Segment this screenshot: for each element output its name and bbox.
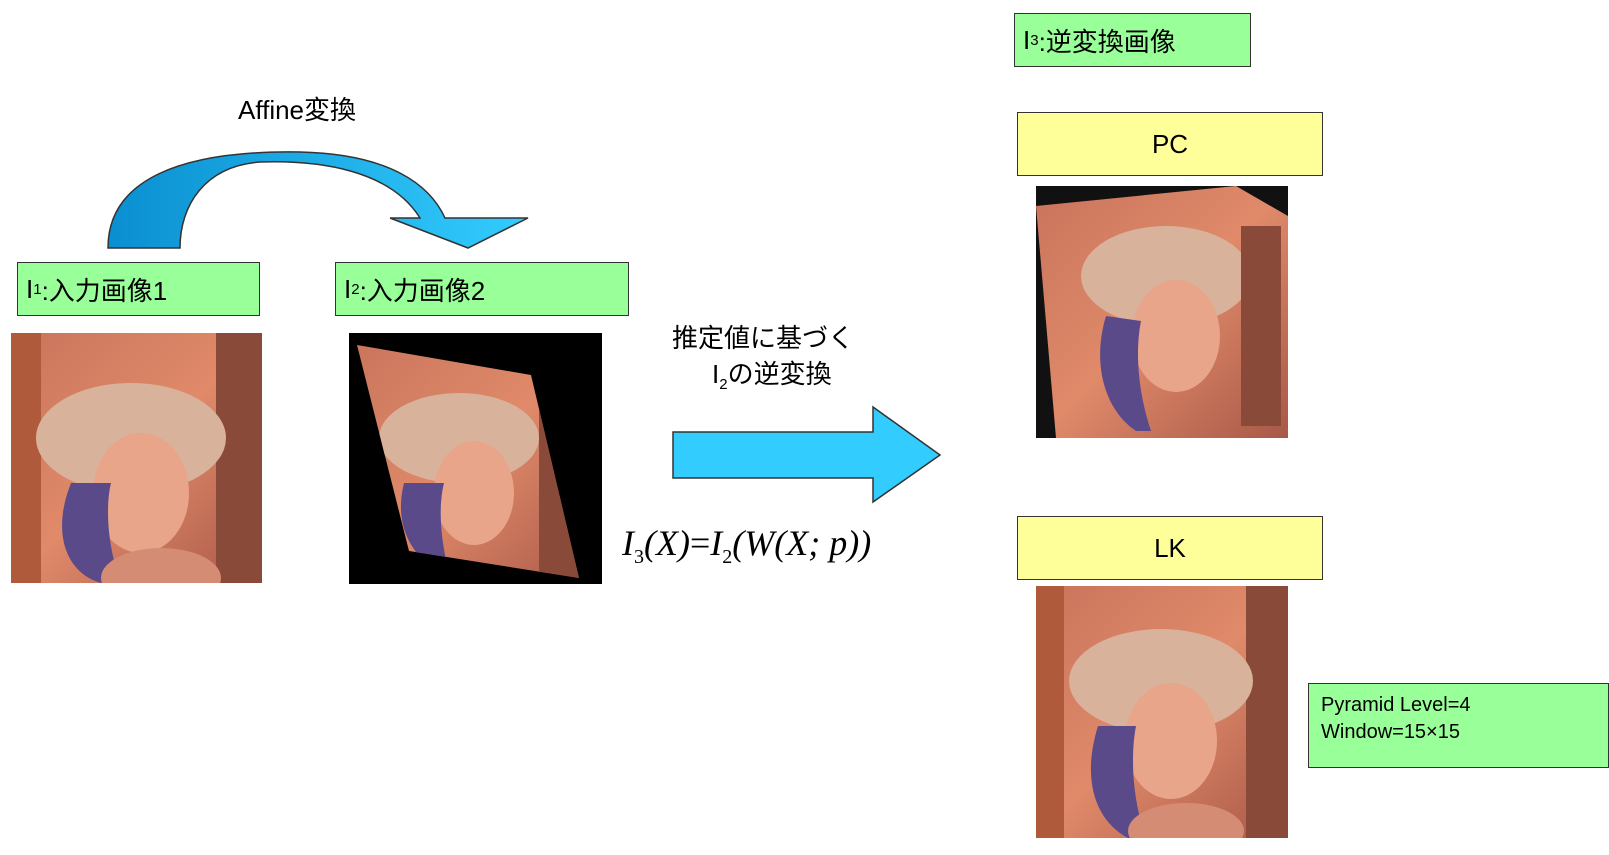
output-sub: 3 <box>1030 31 1039 49</box>
input2-text: :入力画像2 <box>359 275 486 306</box>
formula-rhs-sub: 2 <box>722 546 733 568</box>
caption-text: の逆変換 <box>727 359 832 389</box>
input1-var: I <box>26 273 34 304</box>
input-image-2 <box>349 333 602 584</box>
lk-method-label: LK <box>1017 516 1323 580</box>
formula-lhs-sub: 3 <box>634 546 644 568</box>
formula-lhs-arg: (X) <box>644 523 690 563</box>
transform-caption-line1: 推定値に基づく <box>672 323 855 353</box>
formula-rhs-arg: (W(X; p)) <box>732 523 872 563</box>
inverse-formula: I3(X)=I2(W(X; p)) <box>622 522 871 569</box>
transform-caption-line2: I2の逆変換 <box>712 354 832 393</box>
input-image-1 <box>11 333 262 583</box>
inverse-transform-arrow <box>672 405 942 504</box>
caption-var: I <box>712 359 720 389</box>
formula-eq: = <box>689 523 711 563</box>
caption-sub: 2 <box>719 376 728 393</box>
affine-label: Affine変換 <box>238 95 357 125</box>
output-var: I <box>1023 24 1031 55</box>
formula-rhs-var: I <box>710 523 723 563</box>
input1-text: :入力画像1 <box>41 275 168 306</box>
input2-sub: 2 <box>351 280 360 298</box>
lk-parameters-box: Pyramid Level=4 Window=15×15 <box>1308 683 1609 768</box>
lk-result-image <box>1036 586 1288 838</box>
pc-method-label: PC <box>1017 112 1323 176</box>
input1-sub: 1 <box>33 280 42 298</box>
input2-var: I <box>344 273 352 304</box>
window-size-text: Window=15×15 <box>1321 721 1460 743</box>
output-text: :逆変換画像 <box>1038 26 1176 57</box>
pc-result-image <box>1036 186 1288 438</box>
pyramid-level-text: Pyramid Level=4 <box>1321 694 1471 716</box>
formula-lhs-var: I <box>622 523 634 563</box>
